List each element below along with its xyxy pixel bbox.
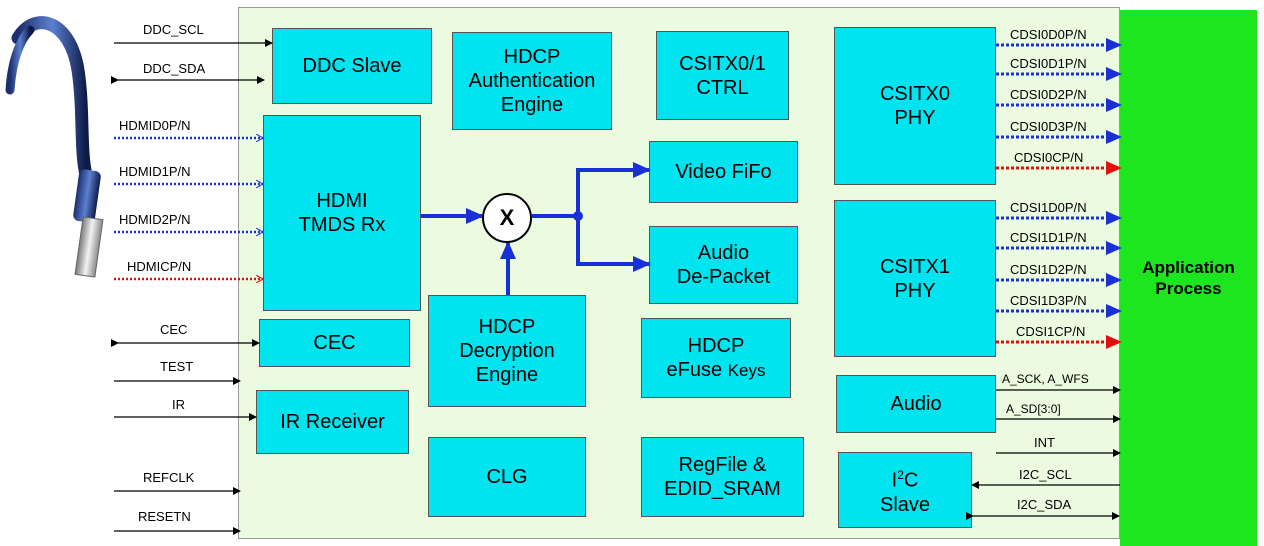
- csitx-ctrl-block: CSITX0/1 CTRL: [656, 31, 789, 120]
- hdmi-cable-icon: [5, 16, 104, 278]
- internal-bus-arrows: [421, 162, 651, 295]
- ddc-sda-label: DDC_SDA: [143, 61, 206, 76]
- application-process-block: Application Process: [1120, 10, 1257, 546]
- ir-label: IR: [172, 397, 185, 412]
- audio-block: Audio: [836, 375, 996, 433]
- hdmid1-label: HDMID1P/N: [119, 164, 191, 179]
- cdsi1d3-label: CDSI1D3P/N: [1010, 293, 1087, 308]
- hdcp-decryption-block: HDCP Decryption Engine: [428, 295, 586, 407]
- audio-depacket-block: Audio De-Packet: [649, 226, 798, 304]
- cdsi0cp-label: CDSI0CP/N: [1014, 150, 1084, 165]
- refclk-label: REFCLK: [143, 470, 195, 485]
- regfile-edid-block: RegFile & EDID_SRAM: [641, 437, 804, 517]
- clg-block: CLG: [428, 437, 586, 517]
- ir-receiver-block: IR Receiver: [256, 390, 409, 454]
- audio-wires: [996, 386, 1121, 423]
- hdmid0-label: HDMID0P/N: [119, 118, 191, 133]
- int-label: INT: [1034, 435, 1055, 450]
- cdsi0d0-label: CDSI0D0P/N: [1010, 27, 1087, 42]
- cdsi0d3-label: CDSI0D3P/N: [1010, 119, 1087, 134]
- test-label: TEST: [160, 359, 194, 374]
- hdmicp-label: HDMICP/N: [127, 259, 192, 274]
- csi0-lane-wires: [996, 38, 1122, 175]
- cdsi1d0-label: CDSI1D0P/N: [1010, 200, 1087, 215]
- cdsi0d1-label: CDSI0D1P/N: [1010, 56, 1087, 71]
- cdsi1d1-label: CDSI1D1P/N: [1010, 230, 1087, 245]
- a-sck-label: A_SCK, A_WFS: [1002, 372, 1089, 386]
- hdcp-authentication-block: HDCP Authentication Engine: [452, 32, 612, 130]
- hdmid2-label: HDMID2P/N: [119, 212, 191, 227]
- cdsi1d2-label: CDSI1D2P/N: [1010, 262, 1087, 277]
- csitx0-phy-block: CSITX0 PHY: [834, 27, 996, 185]
- cdsi0d2-label: CDSI0D2P/N: [1010, 87, 1087, 102]
- i2c-scl-label: I2C_SCL: [1019, 467, 1072, 482]
- ddc-slave-block: DDC Slave: [272, 28, 432, 104]
- video-fifo-block: Video FiFo: [649, 141, 798, 203]
- mux-node: X: [482, 193, 532, 243]
- hdmi-tmds-rx-block: HDMI TMDS Rx: [263, 115, 421, 311]
- a-sd-label: A_SD[3:0]: [1006, 402, 1061, 416]
- csitx1-phy-block: CSITX1 PHY: [834, 200, 996, 357]
- hdmi-lane-wires: [114, 138, 263, 279]
- cec-block: CEC: [259, 319, 410, 367]
- resetn-label: RESETN: [138, 509, 191, 524]
- ddc-scl-label: DDC_SCL: [143, 22, 204, 37]
- cdsi1cp-label: CDSI1CP/N: [1016, 324, 1086, 339]
- csi1-lane-wires: [996, 211, 1122, 349]
- i2c-sda-label: I2C_SDA: [1017, 497, 1072, 512]
- cec-label: CEC: [160, 322, 188, 337]
